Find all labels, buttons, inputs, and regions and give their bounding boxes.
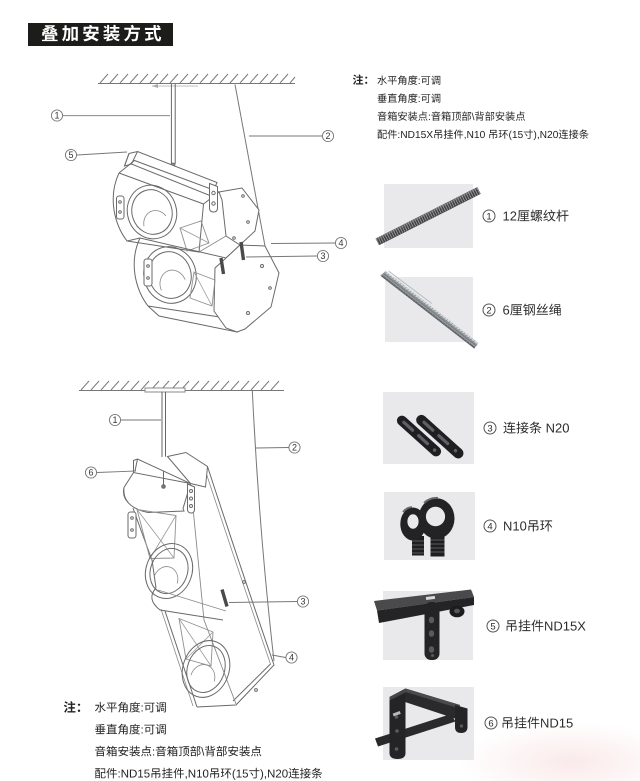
svg-text:1: 1 (486, 211, 491, 222)
svg-text:3: 3 (487, 423, 492, 434)
svg-text:2: 2 (292, 443, 297, 453)
svg-text:3: 3 (300, 597, 305, 607)
svg-text:3: 3 (320, 251, 325, 261)
svg-text:5: 5 (490, 621, 495, 632)
svg-text:1: 1 (112, 415, 117, 425)
svg-text:6: 6 (88, 468, 93, 478)
svg-text:2: 2 (325, 131, 330, 141)
svg-text:4: 4 (487, 521, 492, 532)
svg-text:5: 5 (68, 150, 73, 160)
svg-text:4: 4 (338, 238, 343, 248)
svg-text:1: 1 (54, 111, 59, 121)
svg-text:2: 2 (486, 305, 491, 316)
svg-text:6: 6 (488, 718, 493, 729)
svg-text:4: 4 (289, 653, 294, 663)
